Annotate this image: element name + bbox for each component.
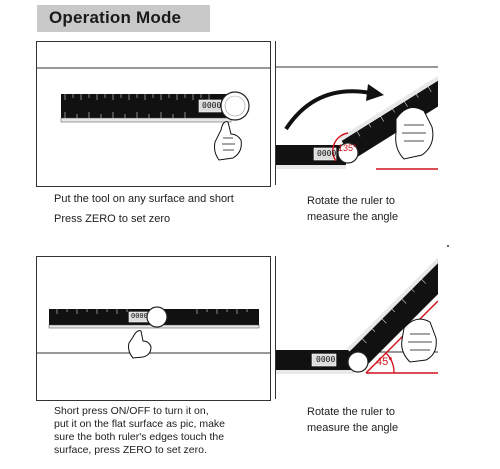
step1-setup-illustration: 0000 <box>36 41 271 187</box>
hand-icon <box>128 330 152 359</box>
step1-right-caption: Rotate the ruler to measure the angle <box>307 193 398 225</box>
hand-icon <box>214 121 242 161</box>
section-header: Operation Mode <box>37 5 210 32</box>
caption-line: Rotate the ruler to <box>307 195 396 207</box>
lcd-readout: 0000 <box>317 149 337 158</box>
rotate-45-svg <box>276 256 438 374</box>
step2-left-caption: Short press ON/OFF to turn it on, put it… <box>54 405 225 457</box>
caption-line: Rotate the ruler to <box>307 406 396 418</box>
step2-setup-illustration: 0000 <box>36 256 271 401</box>
step2-right-caption: Rotate the ruler to measure the angle <box>307 404 398 436</box>
angle-label: 45° <box>376 356 393 368</box>
ruler-flat-svg <box>37 306 270 359</box>
section-title: Operation Mode <box>49 8 182 27</box>
divider-dot <box>447 245 449 247</box>
caption-line: sure the both ruler's edges touch the <box>54 431 225 443</box>
step1-left-caption: Put the tool on any surface and short Pr… <box>54 191 234 227</box>
step1-rotate-illustration: 0000 135° <box>275 41 438 185</box>
rotation-arrow-icon <box>284 89 372 131</box>
caption-line: surface, press ZERO to set zero. <box>54 444 207 456</box>
caption-line: measure the angle <box>307 211 399 223</box>
lcd-readout: 0000 <box>202 101 222 110</box>
hand-icon <box>401 318 437 363</box>
caption-line: Press ZERO to set zero <box>54 213 171 225</box>
caption-line: Short press ON/OFF to turn it on, <box>54 405 209 417</box>
caption-line: Put the tool on any surface and short <box>54 193 234 205</box>
lcd-readout: 0000 <box>131 312 148 320</box>
rotate-135-svg <box>276 63 438 170</box>
caption-line: put it on the flat surface as pic, make <box>54 418 226 430</box>
lcd-readout: 0000 <box>316 355 336 364</box>
hand-icon <box>395 106 434 160</box>
angle-label: 135° <box>338 143 357 153</box>
step2-rotate-illustration: 0000 45° <box>275 256 438 399</box>
pivot-dial <box>146 306 168 328</box>
ruler-zero-svg <box>37 67 270 161</box>
caption-line: measure the angle <box>307 422 399 434</box>
